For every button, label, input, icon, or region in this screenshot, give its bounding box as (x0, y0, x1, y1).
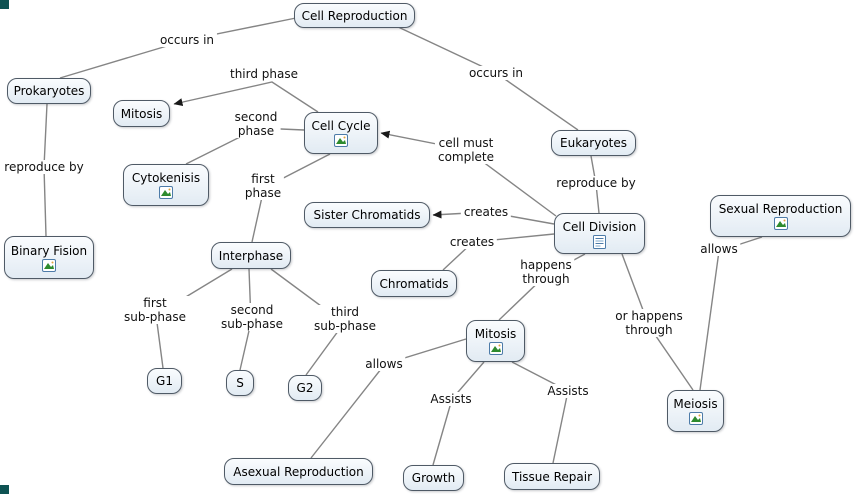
image-resource-icon[interactable] (488, 342, 503, 355)
node-eukaryotes[interactable]: Eukaryotes (551, 130, 636, 156)
node-label: S (236, 376, 244, 390)
edge-cellcycle-mitosis-thirdphase[interactable] (173, 81, 319, 113)
node-label: Chromatids (379, 276, 449, 291)
node-label: Meiosis (673, 397, 718, 411)
node-asexual-reproduction[interactable]: Asexual Reproduction (224, 458, 373, 485)
node-cytokenisis[interactable]: Cytokenisis (123, 164, 209, 206)
node-label: Sister Chromatids (313, 208, 421, 222)
link-phrase-happens-through[interactable]: happens through (517, 258, 575, 286)
node-label: Mitosis (120, 106, 163, 121)
node-label: Cytokenisis (131, 171, 201, 185)
node-sexual-reproduction[interactable]: Sexual Reproduction (710, 195, 851, 237)
image-resource-icon[interactable] (42, 258, 56, 272)
image-resource-icon[interactable] (159, 186, 173, 199)
node-label: Binary Fision (10, 243, 88, 258)
link-phrase-assists-right[interactable]: Assists (544, 384, 592, 398)
node-cell-division[interactable]: Cell Division (554, 213, 645, 254)
node-binary-fision[interactable]: Binary Fision (4, 236, 94, 279)
node-label: Growth (411, 471, 456, 485)
node-mitosis-process[interactable]: Mitosis (466, 320, 525, 362)
node-mitosis-third-phase[interactable]: Mitosis (113, 100, 170, 127)
link-phrase-assists-left[interactable]: Assists (427, 392, 475, 406)
link-phrase-second-subphase[interactable]: second sub-phase (217, 303, 287, 331)
link-phrase-reproduce-by-right[interactable]: reproduce by (553, 176, 639, 190)
node-label: Tissue Repair (511, 469, 593, 484)
node-tissue-repair[interactable]: Tissue Repair (504, 463, 600, 490)
link-phrase-second-phase[interactable]: second phase (231, 110, 281, 138)
node-label: Prokaryotes (13, 84, 85, 98)
node-label: Asexual Reproduction (233, 464, 364, 479)
link-phrase-third-subphase[interactable]: third sub-phase (310, 305, 380, 333)
link-phrase-or-happens-through[interactable]: or happens through (612, 309, 686, 337)
edge-sexualreproduction-meiosis[interactable] (699, 236, 763, 391)
node-cell-reproduction[interactable]: Cell Reproduction (294, 3, 415, 28)
node-g1[interactable]: G1 (147, 368, 182, 394)
link-phrase-first-subphase[interactable]: first sub-phase (120, 296, 190, 324)
link-phrase-creates-lower[interactable]: creates (446, 235, 498, 249)
link-phrase-third-phase[interactable]: third phase (226, 67, 302, 81)
node-label: Mitosis (474, 327, 517, 341)
corner-mark-top-left (0, 0, 9, 9)
node-label: Eukaryotes (560, 136, 627, 150)
edge-mitosis-growth[interactable] (432, 361, 485, 466)
link-phrase-occurs-in-left[interactable]: occurs in (156, 33, 218, 47)
link-phrase-creates-upper[interactable]: creates (460, 205, 512, 219)
link-phrase-first-phase[interactable]: first phase (241, 172, 285, 200)
corner-mark-bottom-left (0, 485, 9, 494)
image-resource-icon[interactable] (688, 412, 703, 425)
node-growth[interactable]: Growth (403, 465, 464, 491)
link-phrase-reproduce-by-left[interactable]: reproduce by (1, 160, 87, 174)
edge-mitosis-tissuerepair[interactable] (511, 361, 569, 464)
node-sister-chromatids[interactable]: Sister Chromatids (304, 202, 430, 228)
node-cell-cycle[interactable]: Cell Cycle (304, 112, 378, 154)
image-resource-icon[interactable] (773, 217, 788, 230)
node-label: Cell Division (562, 219, 637, 234)
node-label: Interphase (218, 248, 284, 263)
node-chromatids[interactable]: Chromatids (371, 270, 457, 297)
node-label: Cell Reproduction (301, 8, 408, 23)
node-prokaryotes[interactable]: Prokaryotes (7, 78, 91, 104)
link-phrase-allows-right[interactable]: allows (697, 242, 741, 256)
node-label: Sexual Reproduction (718, 202, 843, 216)
link-phrase-cell-must-complete[interactable]: cell must complete (434, 136, 498, 164)
link-phrase-allows-center[interactable]: allows (362, 357, 406, 371)
node-s[interactable]: S (226, 370, 254, 396)
node-label: G1 (156, 374, 173, 388)
node-interphase[interactable]: Interphase (211, 242, 291, 269)
node-label: G2 (296, 381, 314, 395)
node-meiosis[interactable]: Meiosis (667, 390, 724, 432)
node-g2[interactable]: G2 (288, 375, 322, 401)
image-resource-icon[interactable] (334, 134, 348, 147)
document-resource-icon[interactable] (593, 234, 607, 249)
link-phrase-occurs-in-right[interactable]: occurs in (465, 66, 527, 80)
node-label: Cell Cycle (311, 119, 371, 133)
